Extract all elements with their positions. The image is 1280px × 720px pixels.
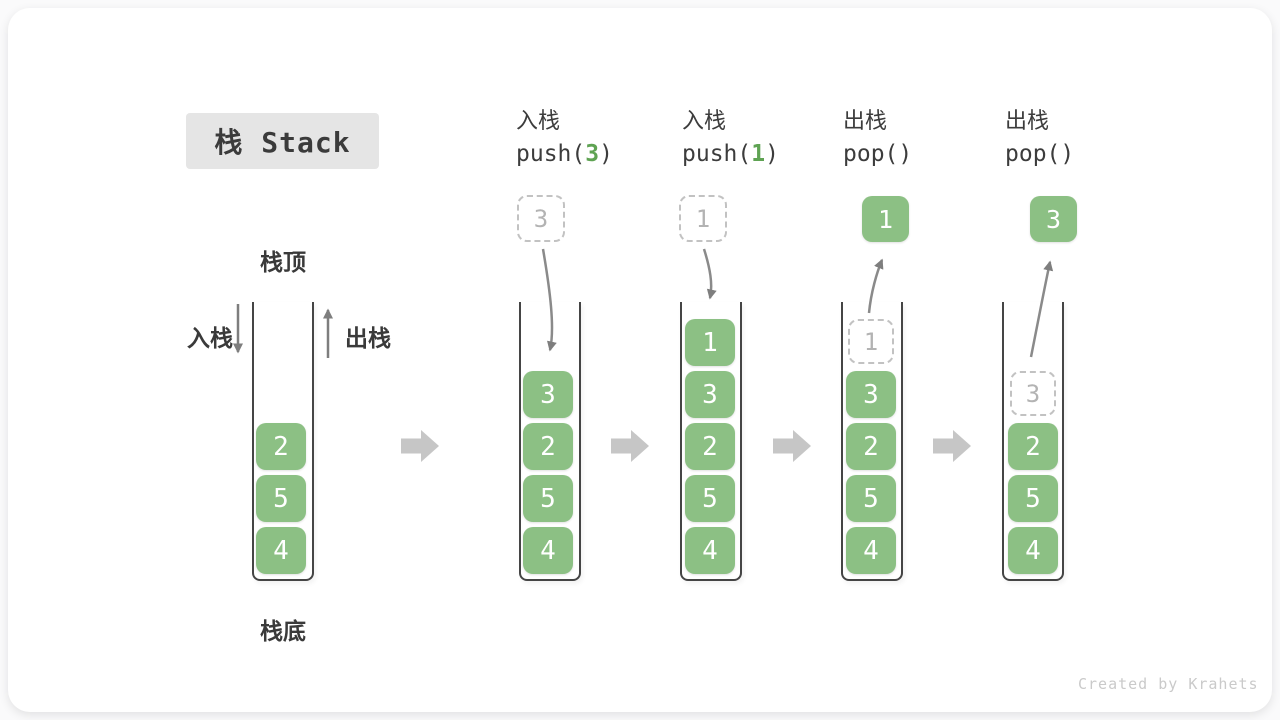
stack-element: 4 [256, 527, 306, 574]
label-stack-top: 栈顶 [260, 249, 306, 275]
stack-element: 3 [685, 371, 735, 418]
popped-element-box: 3 [1030, 196, 1077, 242]
diagram-title: 栈 Stack [186, 113, 379, 169]
stack-element: 1 [685, 319, 735, 366]
stack-element: 2 [1008, 423, 1058, 470]
stack-element: 5 [1008, 475, 1058, 522]
stack-element: 2 [256, 423, 306, 470]
removed-element-ghost: 1 [848, 319, 894, 364]
op-label-pop-second: 出栈 pop() [1005, 106, 1155, 172]
label-stack-bottom: 栈底 [260, 618, 306, 644]
stack-element: 4 [685, 527, 735, 574]
op-code: push(1) [682, 141, 779, 167]
op-code: push(3) [516, 141, 613, 167]
op-code: pop() [843, 141, 913, 167]
removed-element-ghost: 3 [1010, 371, 1056, 416]
stack-element: 5 [523, 475, 573, 522]
op-code: pop() [1005, 141, 1075, 167]
op-cjk: 出栈 [1005, 108, 1050, 133]
op-cjk: 出栈 [843, 108, 888, 133]
stack-element: 4 [523, 527, 573, 574]
watermark-credit: Created by Krahets [1078, 675, 1259, 693]
popped-element-box: 1 [862, 196, 909, 242]
incoming-element-box: 3 [517, 195, 565, 242]
stack-element: 5 [256, 475, 306, 522]
incoming-element-box: 1 [679, 195, 727, 242]
stack-element: 3 [523, 371, 573, 418]
stack-element: 5 [685, 475, 735, 522]
stack-element: 2 [846, 423, 896, 470]
label-pop-side: 出栈 [345, 325, 391, 351]
op-cjk: 入栈 [682, 108, 727, 133]
stack-element: 4 [1008, 527, 1058, 574]
label-push-side: 入栈 [187, 325, 233, 351]
op-cjk: 入栈 [516, 108, 561, 133]
stack-element: 5 [846, 475, 896, 522]
op-label-push-1: 入栈 push(1) [682, 106, 832, 172]
op-label-push-3: 入栈 push(3) [516, 106, 666, 172]
stack-element: 3 [846, 371, 896, 418]
stack-element: 2 [523, 423, 573, 470]
op-label-pop-first: 出栈 pop() [843, 106, 993, 172]
stack-element: 2 [685, 423, 735, 470]
stack-element: 4 [846, 527, 896, 574]
